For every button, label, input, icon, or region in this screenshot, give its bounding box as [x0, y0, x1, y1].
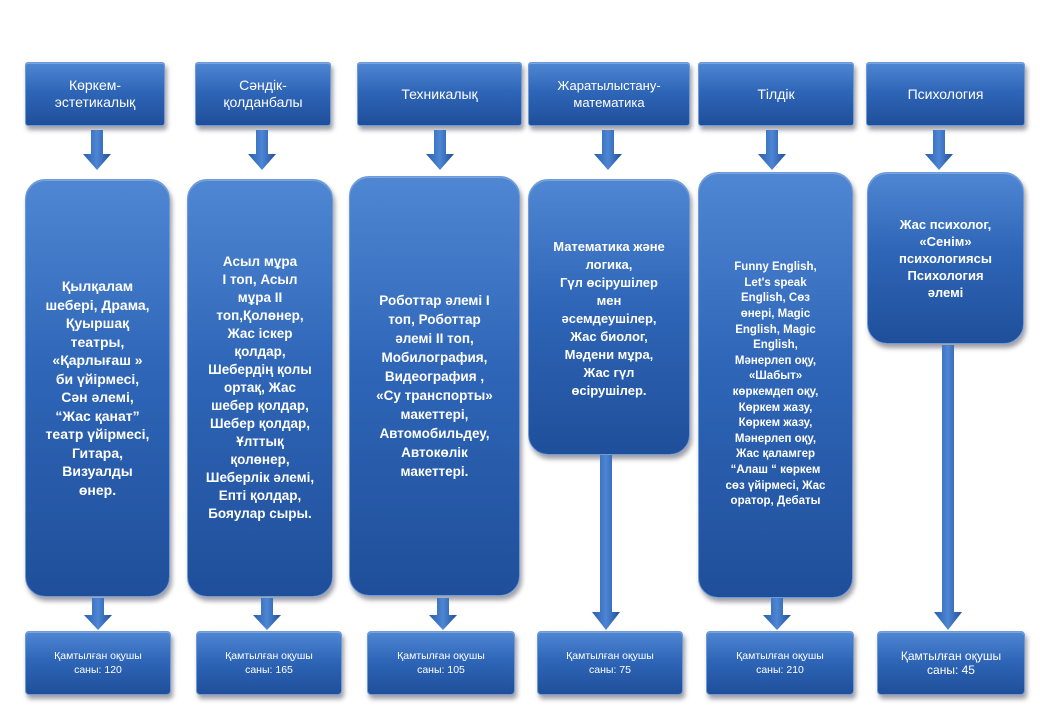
student-count-psychology: Қамтылған оқушы саны: 45 [877, 631, 1025, 695]
student-count-label: Қамтылған оқушы саны: 105 [397, 650, 485, 676]
arrow-down-icon [925, 130, 953, 170]
student-count-label: Қамтылған оқушы саны: 45 [900, 649, 1002, 677]
header-psychology: Психология [866, 62, 1025, 126]
arrow-down-icon [248, 130, 276, 170]
arrow-down-icon [426, 130, 454, 170]
clubs-box-psychology: Жас психолог, «Сенім» психологиясы Психо… [867, 172, 1024, 344]
student-count-natural-math: Қамтылған оқушы саны: 75 [537, 631, 683, 695]
header-technical: Техникалық [357, 62, 522, 126]
student-count-artistic-aesthetic: Қамтылған оқушы саны: 120 [25, 631, 171, 695]
header-label: Тілдік [757, 85, 795, 102]
arrow-down-icon [763, 598, 791, 630]
arrow-down-icon [594, 130, 622, 170]
clubs-list: Роботтар әлемі I топ, Роботтар әлемі II … [376, 293, 493, 479]
arrow-down-icon [84, 598, 112, 630]
arrow-down-icon [934, 345, 962, 630]
clubs-list: Жас психолог, «Сенім» психологиясы Психо… [899, 216, 992, 300]
student-count-label: Қамтылған оқушы саны: 210 [736, 650, 824, 676]
header-decorative-applied: Сәндік- қолданбалы [195, 62, 331, 126]
header-natural-math: Жаратылыстану- математика [528, 62, 690, 126]
arrow-down-icon [758, 130, 786, 170]
arrow-down-icon [429, 598, 457, 630]
student-count-label: Қамтылған оқушы саны: 120 [54, 650, 142, 676]
student-count-technical: Қамтылған оқушы саны: 105 [367, 631, 515, 695]
header-artistic-aesthetic: Көркем- эстетикалық [25, 62, 165, 126]
arrow-down-icon [592, 455, 620, 630]
arrow-down-icon [83, 130, 111, 170]
student-count-decorative-applied: Қамтылған оқушы саны: 165 [196, 631, 342, 695]
clubs-box-artistic-aesthetic: Қылқалам шебері, Драма, Қуыршақ театры, … [25, 179, 170, 597]
clubs-list: Қылқалам шебері, Драма, Қуыршақ театры, … [45, 278, 150, 498]
clubs-list: Funny English, Let's speak English, Сөз … [725, 261, 826, 508]
clubs-box-natural-math: Математика және логика, Гүл өсірушілер м… [528, 179, 690, 455]
student-count-linguistic: Қамтылған оқушы саны: 210 [706, 631, 854, 695]
clubs-box-technical: Роботтар әлемі I топ, Роботтар әлемі II … [349, 176, 520, 596]
header-label: Жаратылыстану- математика [557, 78, 661, 110]
clubs-list: Математика және логика, Гүл өсірушілер м… [553, 239, 665, 398]
header-label: Психология [907, 85, 984, 102]
arrow-down-icon [253, 598, 281, 630]
student-count-label: Қамтылған оқушы саны: 75 [566, 650, 654, 676]
header-linguistic: Тілдік [698, 62, 854, 126]
header-label: Көркем- эстетикалық [54, 77, 136, 110]
header-label: Сәндік- қолданбалы [223, 77, 303, 110]
clubs-list: Асыл мұра I топ, Асыл мұра II топ,Қолөне… [205, 254, 315, 521]
clubs-box-decorative-applied: Асыл мұра I топ, Асыл мұра II топ,Қолөне… [187, 179, 333, 597]
clubs-box-linguistic: Funny English, Let's speak English, Сөз … [698, 172, 853, 598]
header-label: Техникалық [401, 85, 478, 102]
student-count-label: Қамтылған оқушы саны: 165 [225, 650, 313, 676]
